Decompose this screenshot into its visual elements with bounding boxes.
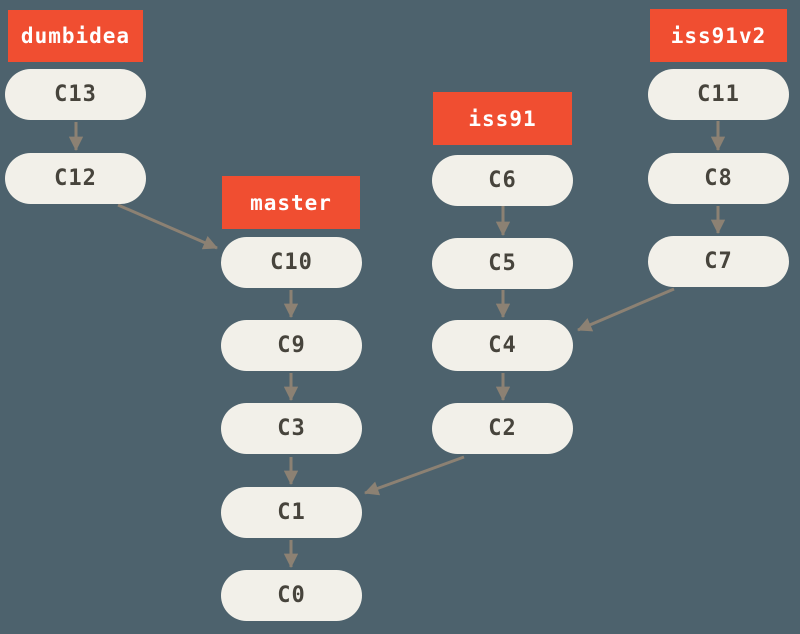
branch-name-text: master xyxy=(250,190,332,215)
parent-arrow-c12-to-c10 xyxy=(117,203,218,250)
commit-id-text: C2 xyxy=(488,416,517,441)
commit-id-text: C1 xyxy=(277,500,306,525)
commit-id-text: C10 xyxy=(270,250,313,275)
commit-node-c6: C6 xyxy=(432,155,573,206)
commit-id-text: C4 xyxy=(488,333,517,358)
edge-group xyxy=(68,121,726,569)
commit-id-text: C11 xyxy=(697,82,740,107)
parent-arrow-c7-to-c4 xyxy=(577,287,675,332)
commit-node-c9: C9 xyxy=(221,320,362,371)
commit-id-text: C8 xyxy=(704,166,733,191)
commit-node-c2: C2 xyxy=(432,403,573,454)
commit-node-c3: C3 xyxy=(221,403,362,454)
commit-node-c7: C7 xyxy=(648,236,789,287)
branch-name-text: iss91v2 xyxy=(670,23,767,48)
commit-node-c4: C4 xyxy=(432,320,573,371)
commit-id-text: C9 xyxy=(277,333,306,358)
commit-id-text: C13 xyxy=(54,82,97,107)
branch-name-text: dumbidea xyxy=(20,24,131,48)
commit-id-text: C0 xyxy=(277,583,306,608)
commit-id-text: C5 xyxy=(488,251,517,276)
branch-label-iss91v2: iss91v2 xyxy=(650,9,787,62)
commit-id-text: C12 xyxy=(54,166,97,191)
commit-id-text: C7 xyxy=(704,249,733,274)
branch-label-iss91: iss91 xyxy=(433,92,572,145)
commit-id-text: C3 xyxy=(277,416,306,441)
commit-node-c5: C5 xyxy=(432,238,573,289)
commit-node-c13: C13 xyxy=(5,69,146,120)
branch-name-text: iss91 xyxy=(468,106,537,131)
branch-label-dumbidea: dumbidea xyxy=(8,10,143,62)
commit-node-c12: C12 xyxy=(5,153,146,204)
commit-node-c1: C1 xyxy=(221,487,362,538)
commit-node-c10: C10 xyxy=(221,237,362,288)
commit-node-c11: C11 xyxy=(648,69,789,120)
parent-arrow-c2-to-c1 xyxy=(364,455,465,496)
commit-node-c0: C0 xyxy=(221,570,362,621)
branch-label-master: master xyxy=(222,176,360,229)
commit-id-text: C6 xyxy=(488,168,517,193)
commit-node-c8: C8 xyxy=(648,153,789,204)
